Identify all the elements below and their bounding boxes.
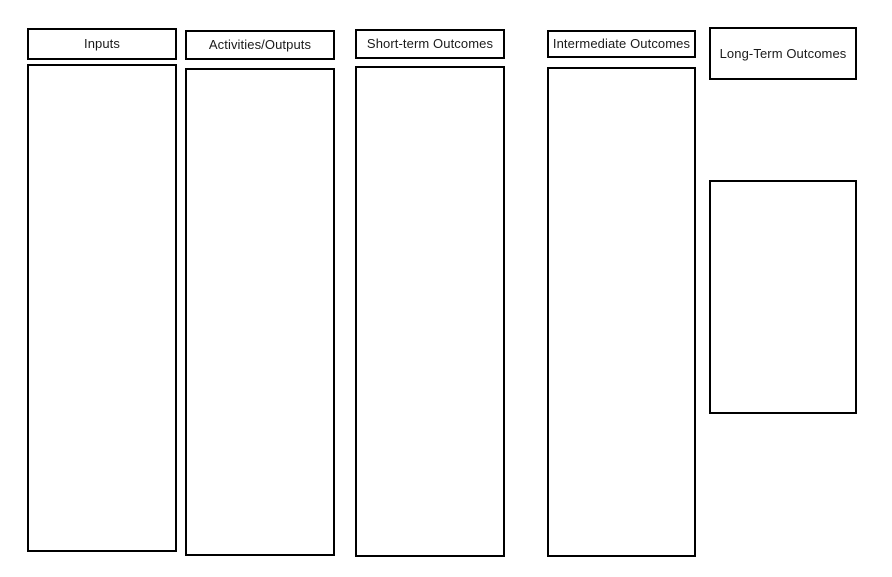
column-body-long-term-outcomes[interactable]	[709, 180, 857, 414]
column-header-label-intermediate-outcomes: Intermediate Outcomes	[552, 36, 691, 52]
column-header-label-activities-outputs: Activities/Outputs	[208, 37, 312, 53]
column-body-activities-outputs[interactable]	[185, 68, 335, 556]
column-body-short-term-outcomes[interactable]	[355, 66, 505, 557]
column-body-inputs[interactable]	[27, 64, 177, 552]
column-body-intermediate-outcomes[interactable]	[547, 67, 696, 557]
column-header-label-short-term-outcomes: Short-term Outcomes	[366, 36, 494, 52]
column-header-short-term-outcomes[interactable]: Short-term Outcomes	[355, 29, 505, 59]
column-header-long-term-outcomes[interactable]: Long-Term Outcomes	[709, 27, 857, 80]
column-header-label-long-term-outcomes: Long-Term Outcomes	[719, 45, 847, 61]
column-header-intermediate-outcomes[interactable]: Intermediate Outcomes	[547, 30, 696, 58]
column-header-inputs[interactable]: Inputs	[27, 28, 177, 60]
column-header-activities-outputs[interactable]: Activities/Outputs	[185, 30, 335, 60]
column-header-label-inputs: Inputs	[83, 36, 120, 52]
